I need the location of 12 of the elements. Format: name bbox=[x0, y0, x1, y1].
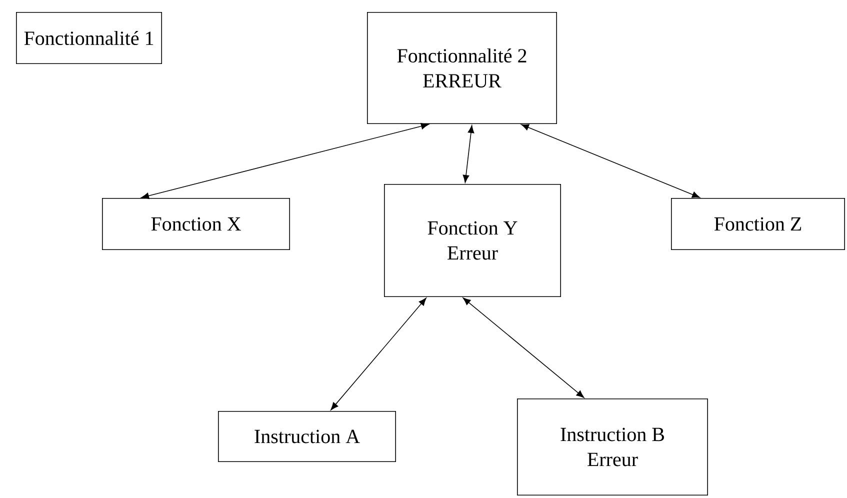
arrow bbox=[521, 124, 700, 198]
arrow bbox=[462, 298, 584, 398]
process-box: Instruction A bbox=[218, 411, 396, 462]
process-box: Instruction B Erreur bbox=[517, 398, 708, 496]
arrow bbox=[141, 123, 429, 199]
arrow bbox=[462, 125, 474, 183]
process-box: Fonctionnalité 2 ERREUR bbox=[367, 12, 557, 124]
process-box: Fonction Y Erreur bbox=[384, 184, 561, 297]
process-box: Fonction X bbox=[102, 198, 290, 250]
process-box: Fonctionnalité 1 bbox=[16, 12, 162, 64]
arrow bbox=[330, 298, 426, 410]
process-box: Fonction Z bbox=[671, 198, 845, 250]
